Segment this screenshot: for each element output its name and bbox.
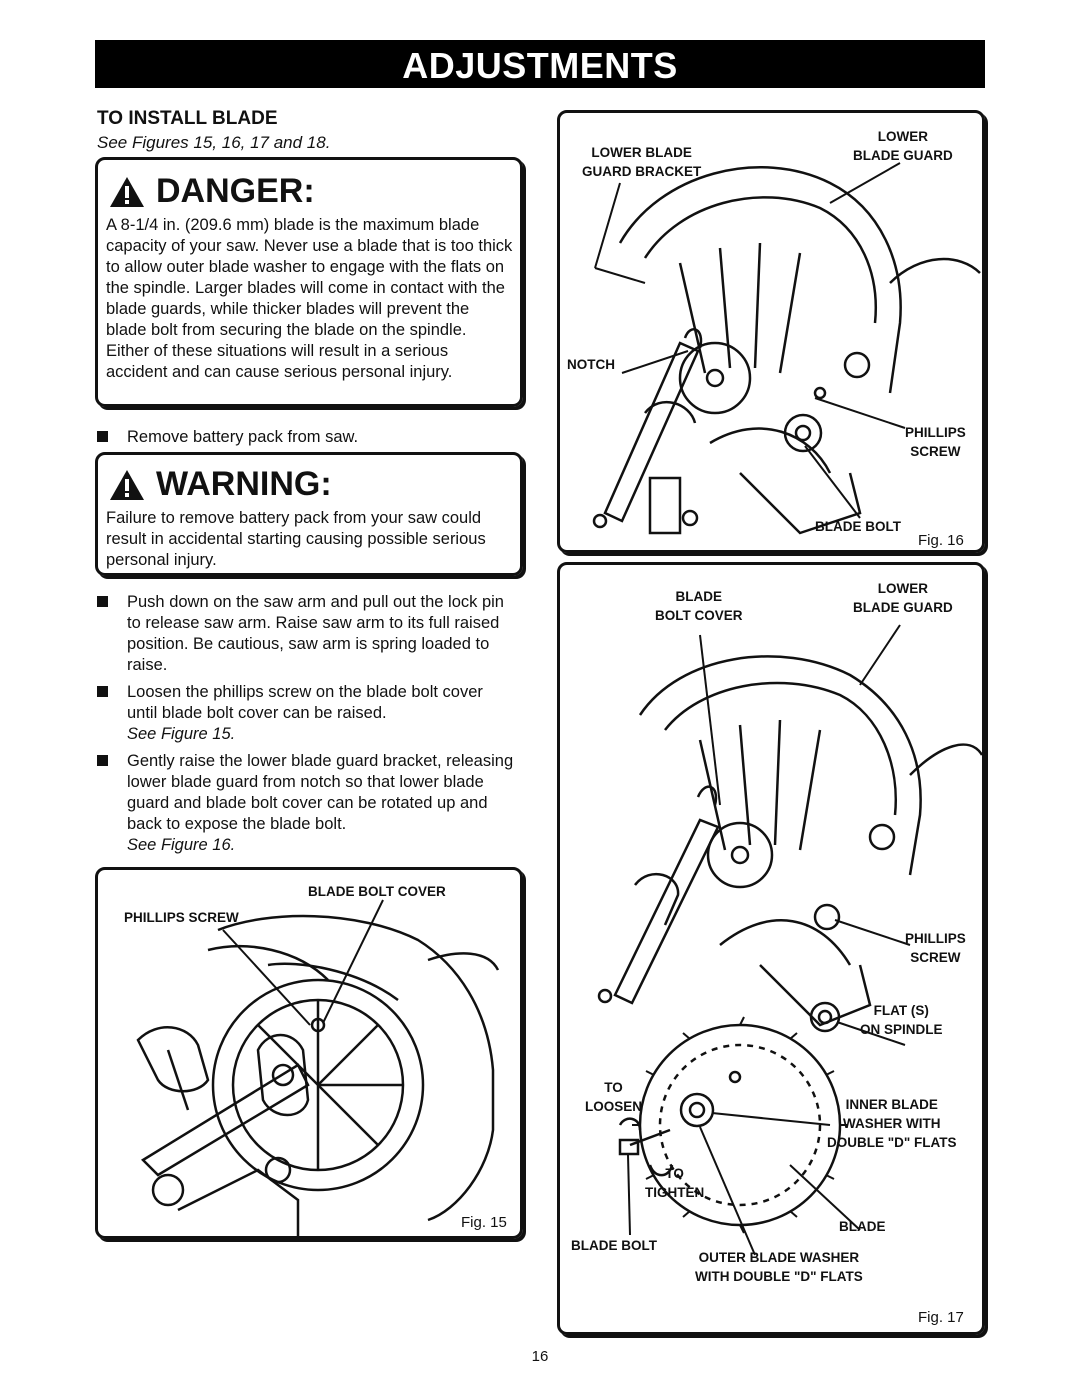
bullet-text: Push down on the saw arm and pull out th… [127, 593, 504, 674]
figure-15: BLADE BOLT COVER PHILLIPS SCREW Fig. 15 [95, 867, 523, 1239]
label-blade-bolt: BLADE BOLT [571, 1238, 657, 1253]
label-blade-bolt: BLADE BOLT [815, 519, 901, 534]
label-line: ON SPINDLE [860, 1022, 943, 1037]
label-line: LOOSEN [585, 1099, 643, 1114]
label-notch: NOTCH [567, 357, 615, 372]
label-flats-on-spindle: FLAT (S) ON SPINDLE [860, 1001, 943, 1039]
label-line: WITH DOUBLE "D" FLATS [695, 1269, 863, 1284]
figure-reference: See Figure 16. [127, 836, 236, 854]
label-line: LOWER BLADE [591, 145, 692, 160]
danger-heading: DANGER: [108, 172, 315, 211]
label-line: FLAT (S) [873, 1003, 929, 1018]
label-line: BLADE [675, 589, 723, 604]
warning-triangle-icon [110, 176, 144, 207]
label-line: BLADE GUARD [853, 148, 953, 163]
label-line: BLADE GUARD [853, 600, 953, 615]
label-line: LOWER [877, 581, 928, 596]
label-blade-bolt-cover: BLADE BOLT COVER [308, 884, 446, 899]
label-lower-blade-guard: LOWER BLADE GUARD [853, 579, 953, 617]
step-text: Loosen the phillips screw on the blade b… [127, 683, 483, 722]
bullet-square-icon [97, 596, 108, 607]
label-lower-blade-guard: LOWER BLADE GUARD [853, 127, 953, 165]
label-line: SCREW [910, 444, 961, 459]
figure-caption: Fig. 16 [918, 532, 964, 549]
figure-17: BLADE BOLT COVER LOWER BLADE GUARD PHILLIP… [557, 562, 985, 1335]
label-outer-blade-washer: OUTER BLADE WASHER WITH DOUBLE "D" FLATS [695, 1248, 863, 1286]
warning-triangle-icon [110, 469, 144, 500]
bullet-square-icon [97, 431, 108, 442]
list-item: Gently raise the lower blade guard brack… [97, 751, 517, 856]
label-blade: BLADE [839, 1219, 886, 1234]
label-blade-bolt-cover: BLADE BOLT COVER [655, 587, 743, 625]
page-number: 16 [531, 1348, 549, 1365]
step-text: Gently raise the lower blade guard brack… [127, 752, 514, 833]
page-header: ADJUSTMENTS [95, 40, 985, 88]
label-to-tighten: TO TIGHTEN [645, 1164, 704, 1202]
list-item: Remove battery pack from saw. [97, 427, 517, 448]
warning-heading: WARNING: [108, 465, 332, 504]
figure-16: LOWER BLADE GUARD BRACKET LOWER BLADE GUAR… [557, 110, 985, 553]
label-line: OUTER BLADE WASHER [698, 1250, 860, 1265]
bullet-text: Remove battery pack from saw. [127, 428, 359, 446]
label-phillips-screw: PHILLIPS SCREW [124, 910, 239, 925]
figure-caption: Fig. 17 [918, 1309, 964, 1326]
danger-box: DANGER: A 8-1/4 in. (209.6 mm) blade is … [95, 157, 523, 407]
label-line: TO [604, 1080, 623, 1095]
label-line: DOUBLE "D" FLATS [827, 1135, 957, 1150]
bullet-square-icon [97, 755, 108, 766]
label-line: TO [665, 1166, 684, 1181]
blade-assembly-illustration [597, 624, 982, 1256]
section-title: TO INSTALL BLADE [97, 108, 278, 129]
label-to-loosen: TO LOOSEN [585, 1078, 642, 1116]
label-line: SCREW [910, 950, 961, 965]
miter-saw-blade-cover-illustration [136, 899, 500, 1236]
bullet-text: Loosen the phillips screw on the blade b… [127, 682, 517, 745]
label-line: LOWER [877, 129, 928, 144]
bullet-text: Gently raise the lower blade guard brack… [127, 751, 517, 856]
bullet-square-icon [97, 686, 108, 697]
label-line: PHILLIPS [905, 931, 966, 946]
warning-box: WARNING: Failure to remove battery pack … [95, 452, 523, 576]
figure-caption: Fig. 15 [461, 1214, 507, 1231]
label-line: WASHER WITH [843, 1116, 941, 1131]
list-item: Loosen the phillips screw on the blade b… [97, 682, 517, 745]
lower-blade-guard-illustration [592, 162, 981, 535]
label-inner-blade-washer: INNER BLADE WASHER WITH DOUBLE "D" FLATS [827, 1095, 957, 1152]
see-figures-note: See Figures 15, 16, 17 and 18. [97, 133, 331, 152]
warning-text: Failure to remove battery pack from your… [106, 509, 486, 569]
label-line: BOLT COVER [655, 608, 743, 623]
danger-heading-text: DANGER: [156, 172, 315, 210]
danger-text: A 8-1/4 in. (209.6 mm) blade is the maxi… [106, 216, 513, 381]
figure-reference: See Figure 15. [127, 725, 236, 743]
list-item: Push down on the saw arm and pull out th… [97, 592, 517, 676]
label-line: PHILLIPS [905, 425, 966, 440]
label-phillips-screw: PHILLIPS SCREW [905, 929, 966, 967]
label-line: GUARD BRACKET [582, 164, 702, 179]
label-phillips-screw: PHILLIPS SCREW [905, 423, 966, 461]
label-lower-blade-guard-bracket: LOWER BLADE GUARD BRACKET [582, 143, 701, 181]
label-line: INNER BLADE [845, 1097, 938, 1112]
label-line: TIGHTEN [645, 1185, 705, 1200]
warning-heading-text: WARNING: [156, 465, 332, 503]
